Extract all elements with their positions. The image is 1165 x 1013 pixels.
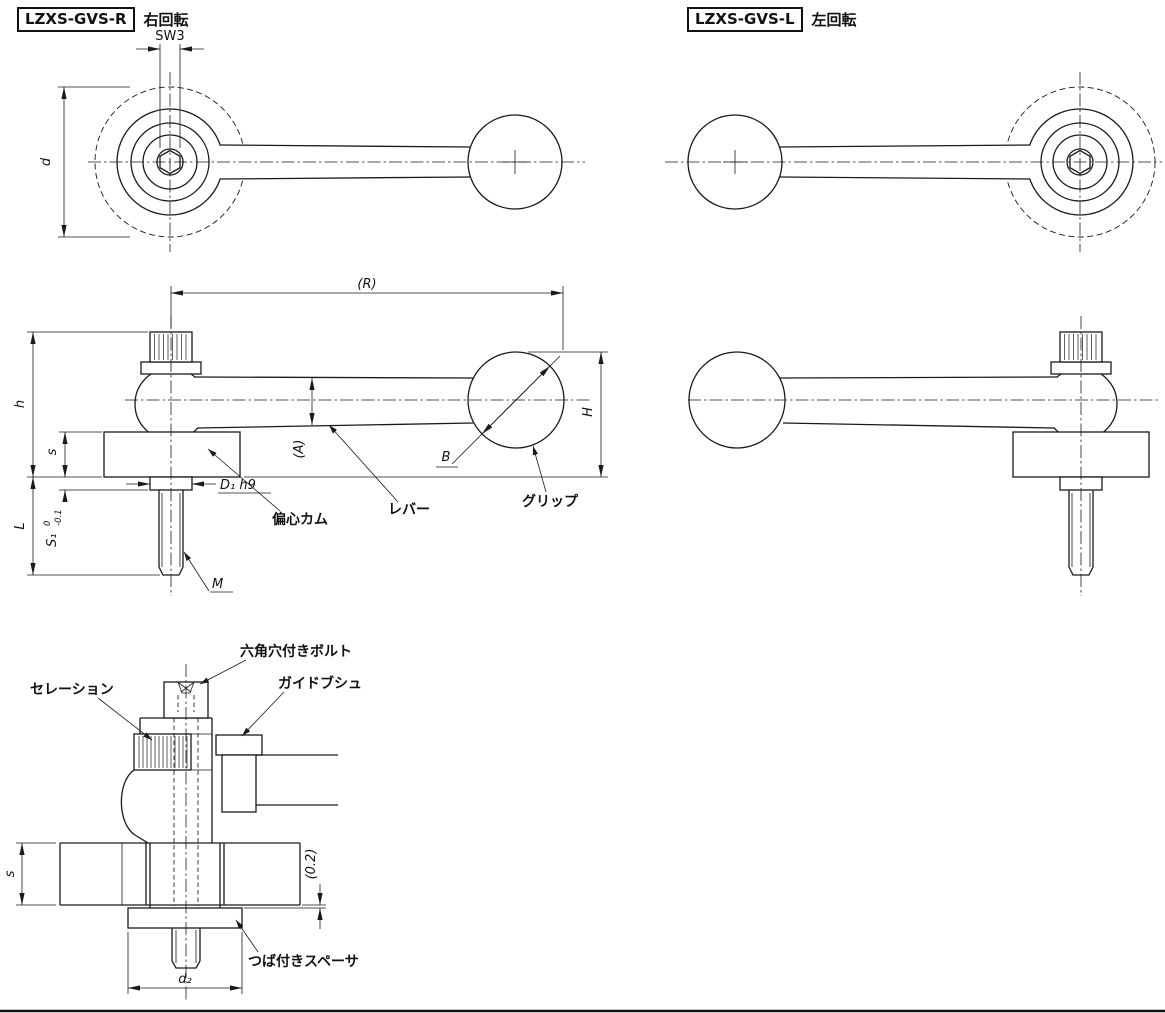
dim-s1-label: S₁ [45, 534, 60, 547]
dim-h-overall-label: H [581, 407, 596, 417]
dim-s-label: s [45, 448, 60, 455]
dim-m-label: M [212, 577, 223, 592]
threaded-stud [1068, 490, 1094, 576]
flanged-spacer-flange [127, 907, 243, 929]
label-guide-bush: ガイドブシュ [278, 675, 362, 692]
cap-knurling [154, 334, 187, 360]
serration-teeth [138, 736, 188, 768]
dim-s1-tol-lower: -0.1 [54, 509, 64, 526]
dim-s-plate-label: s [3, 870, 18, 877]
label-lever: レバー [388, 502, 430, 518]
dim-b-label: B [442, 450, 451, 465]
hub-ball-outline [120, 769, 149, 844]
dim-h-label: h [13, 400, 28, 408]
hex-socket [159, 149, 181, 175]
dim-d-label: d [39, 157, 54, 166]
model-label-right: LZXS-GVS-R [17, 7, 135, 32]
guide-bush-flange [215, 734, 263, 756]
label-grip: グリップ [522, 493, 579, 510]
label-flanged-spacer: つば付きスペーサ [248, 953, 359, 970]
top-view-left-rotation [665, 72, 1162, 252]
side-view-left-rotation [688, 316, 1160, 596]
dim-s1-tol-upper: 0 [43, 521, 53, 526]
model-label-left: LZXS-GVS-L [687, 7, 803, 32]
mounting-section-view: s (0.2) d₂ 六角穴付きボルト ガイドブシュ セレーション つば付きスペ… [3, 643, 362, 1000]
top-view-right-rotation: SW3 d [39, 29, 585, 252]
rotation-label-left: 左回転 [811, 11, 857, 29]
dim-d1-label: D₁ h9 [220, 478, 256, 493]
dim-a-label: (A) [292, 439, 307, 458]
side-view-right-rotation: (R) h s L S₁ 0 -0.1 [13, 277, 608, 596]
dim-gap-label: (0.2) [304, 849, 319, 880]
eccentric-cam-body [103, 431, 241, 478]
label-serration: セレーション [30, 682, 114, 698]
dim-l-label: L [13, 522, 28, 529]
guide-bush-body [221, 754, 257, 813]
dim-d2-label: d₂ [178, 972, 191, 987]
cap-knurling [1064, 334, 1097, 360]
header-right-version: LZXS-GVS-R 右回転 [17, 7, 189, 32]
rotation-label-right: 右回転 [143, 11, 189, 29]
hex-socket [1069, 149, 1091, 175]
threaded-stud [158, 490, 184, 576]
dim-sw3-label: SW3 [155, 29, 184, 44]
dim-r-label: (R) [357, 277, 376, 292]
label-hex-socket-bolt: 六角穴付きボルト [240, 643, 352, 660]
header-left-version: LZXS-GVS-L 左回転 [687, 7, 857, 32]
dim-s1-label-group: S₁ 0 -0.1 [43, 509, 64, 547]
label-eccentric-cam: 偏心カム [272, 511, 328, 528]
serration-section [133, 733, 192, 771]
